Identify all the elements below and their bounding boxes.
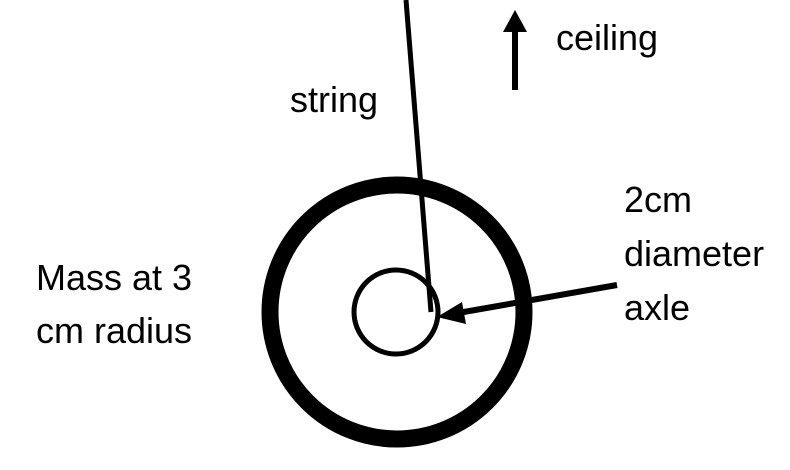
- string-line: [403, 0, 434, 313]
- axle-circle: [351, 267, 441, 357]
- axle-label-line2: diameter: [624, 233, 764, 274]
- string-label: string: [290, 79, 378, 120]
- axle-pointer-arrow: [437, 282, 618, 324]
- axle-label-line1: 2cm: [624, 179, 692, 220]
- ceiling-label: ceiling: [556, 17, 658, 58]
- mass-ring: [261, 176, 533, 448]
- mass-label-line2: cm radius: [36, 310, 192, 351]
- axle-label-line3: axle: [624, 287, 690, 328]
- mass-label-line1: Mass at 3: [36, 257, 192, 298]
- ceiling-arrow: [503, 10, 527, 90]
